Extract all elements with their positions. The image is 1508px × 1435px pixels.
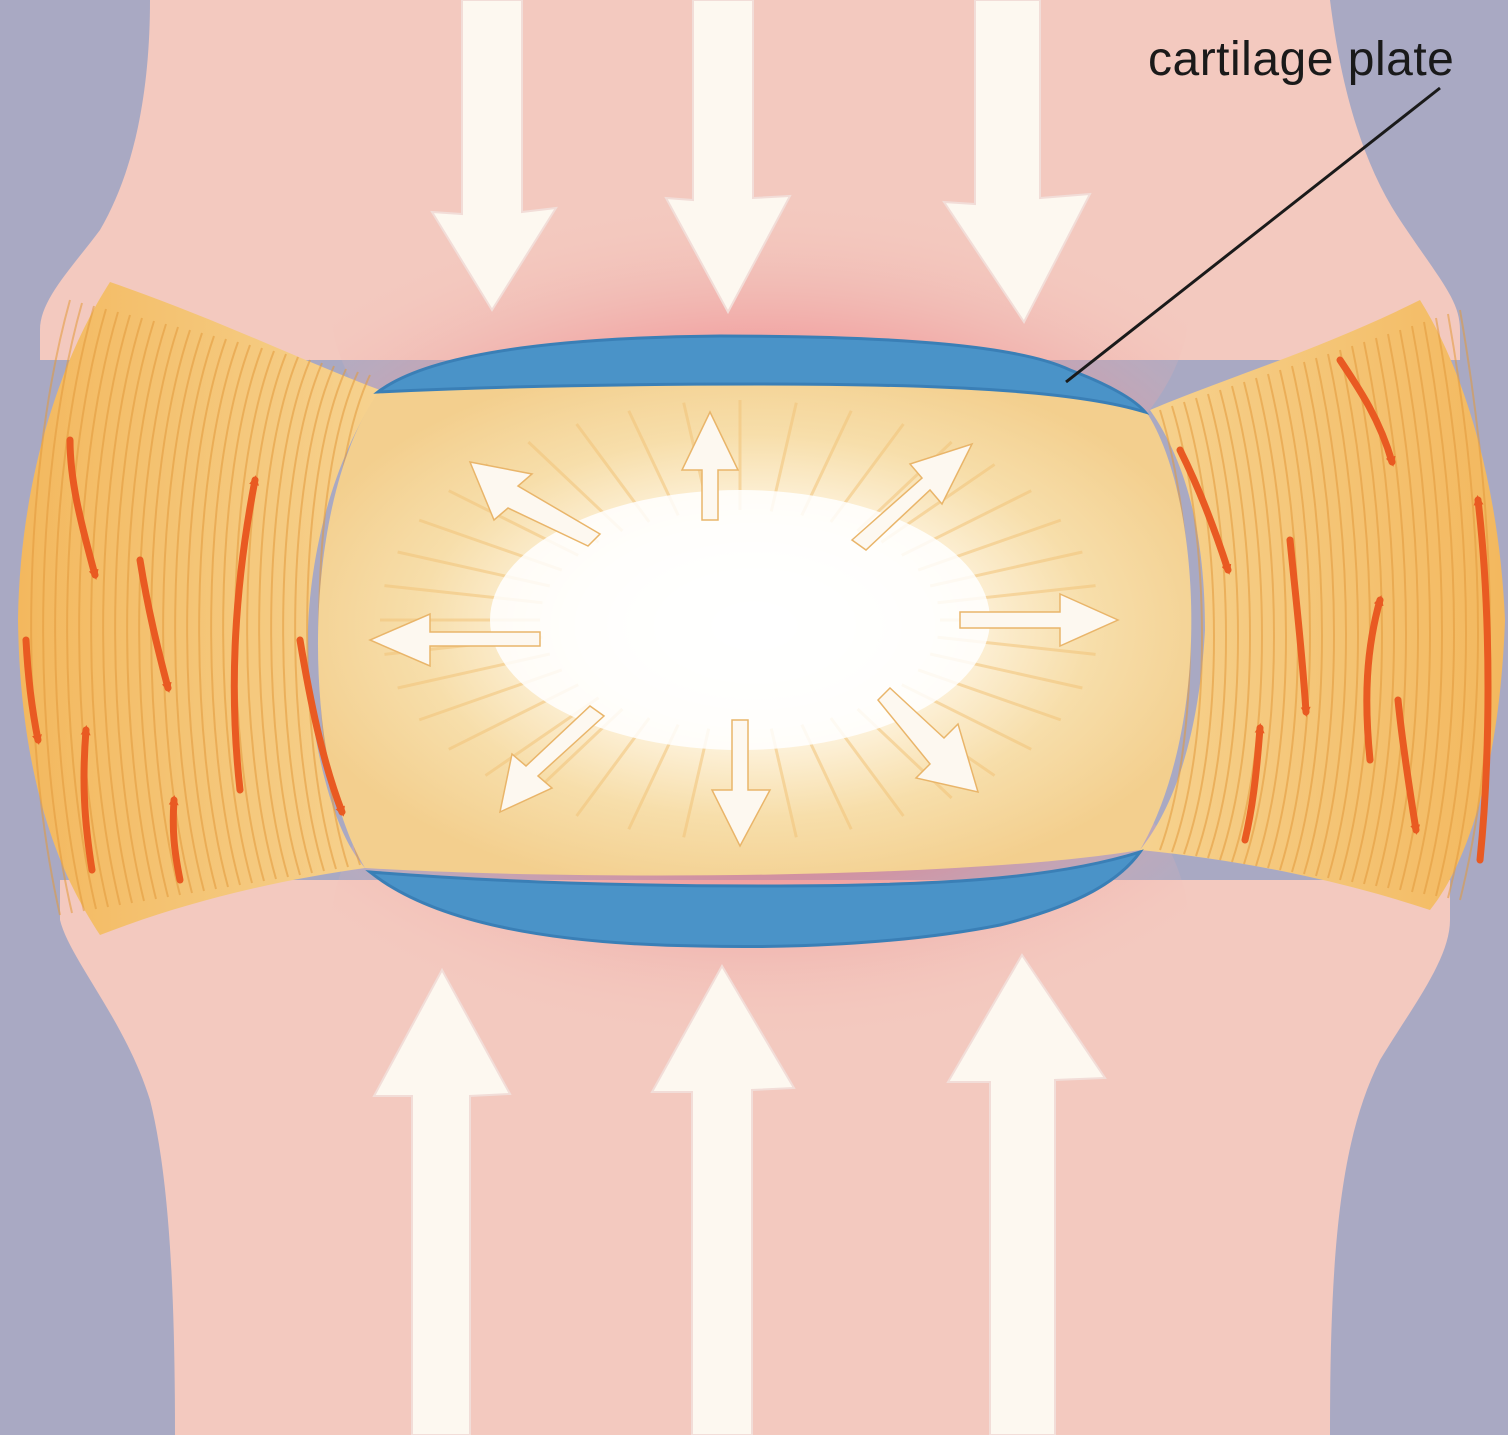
cartilage-plate-label: cartilage plate bbox=[1148, 32, 1454, 87]
